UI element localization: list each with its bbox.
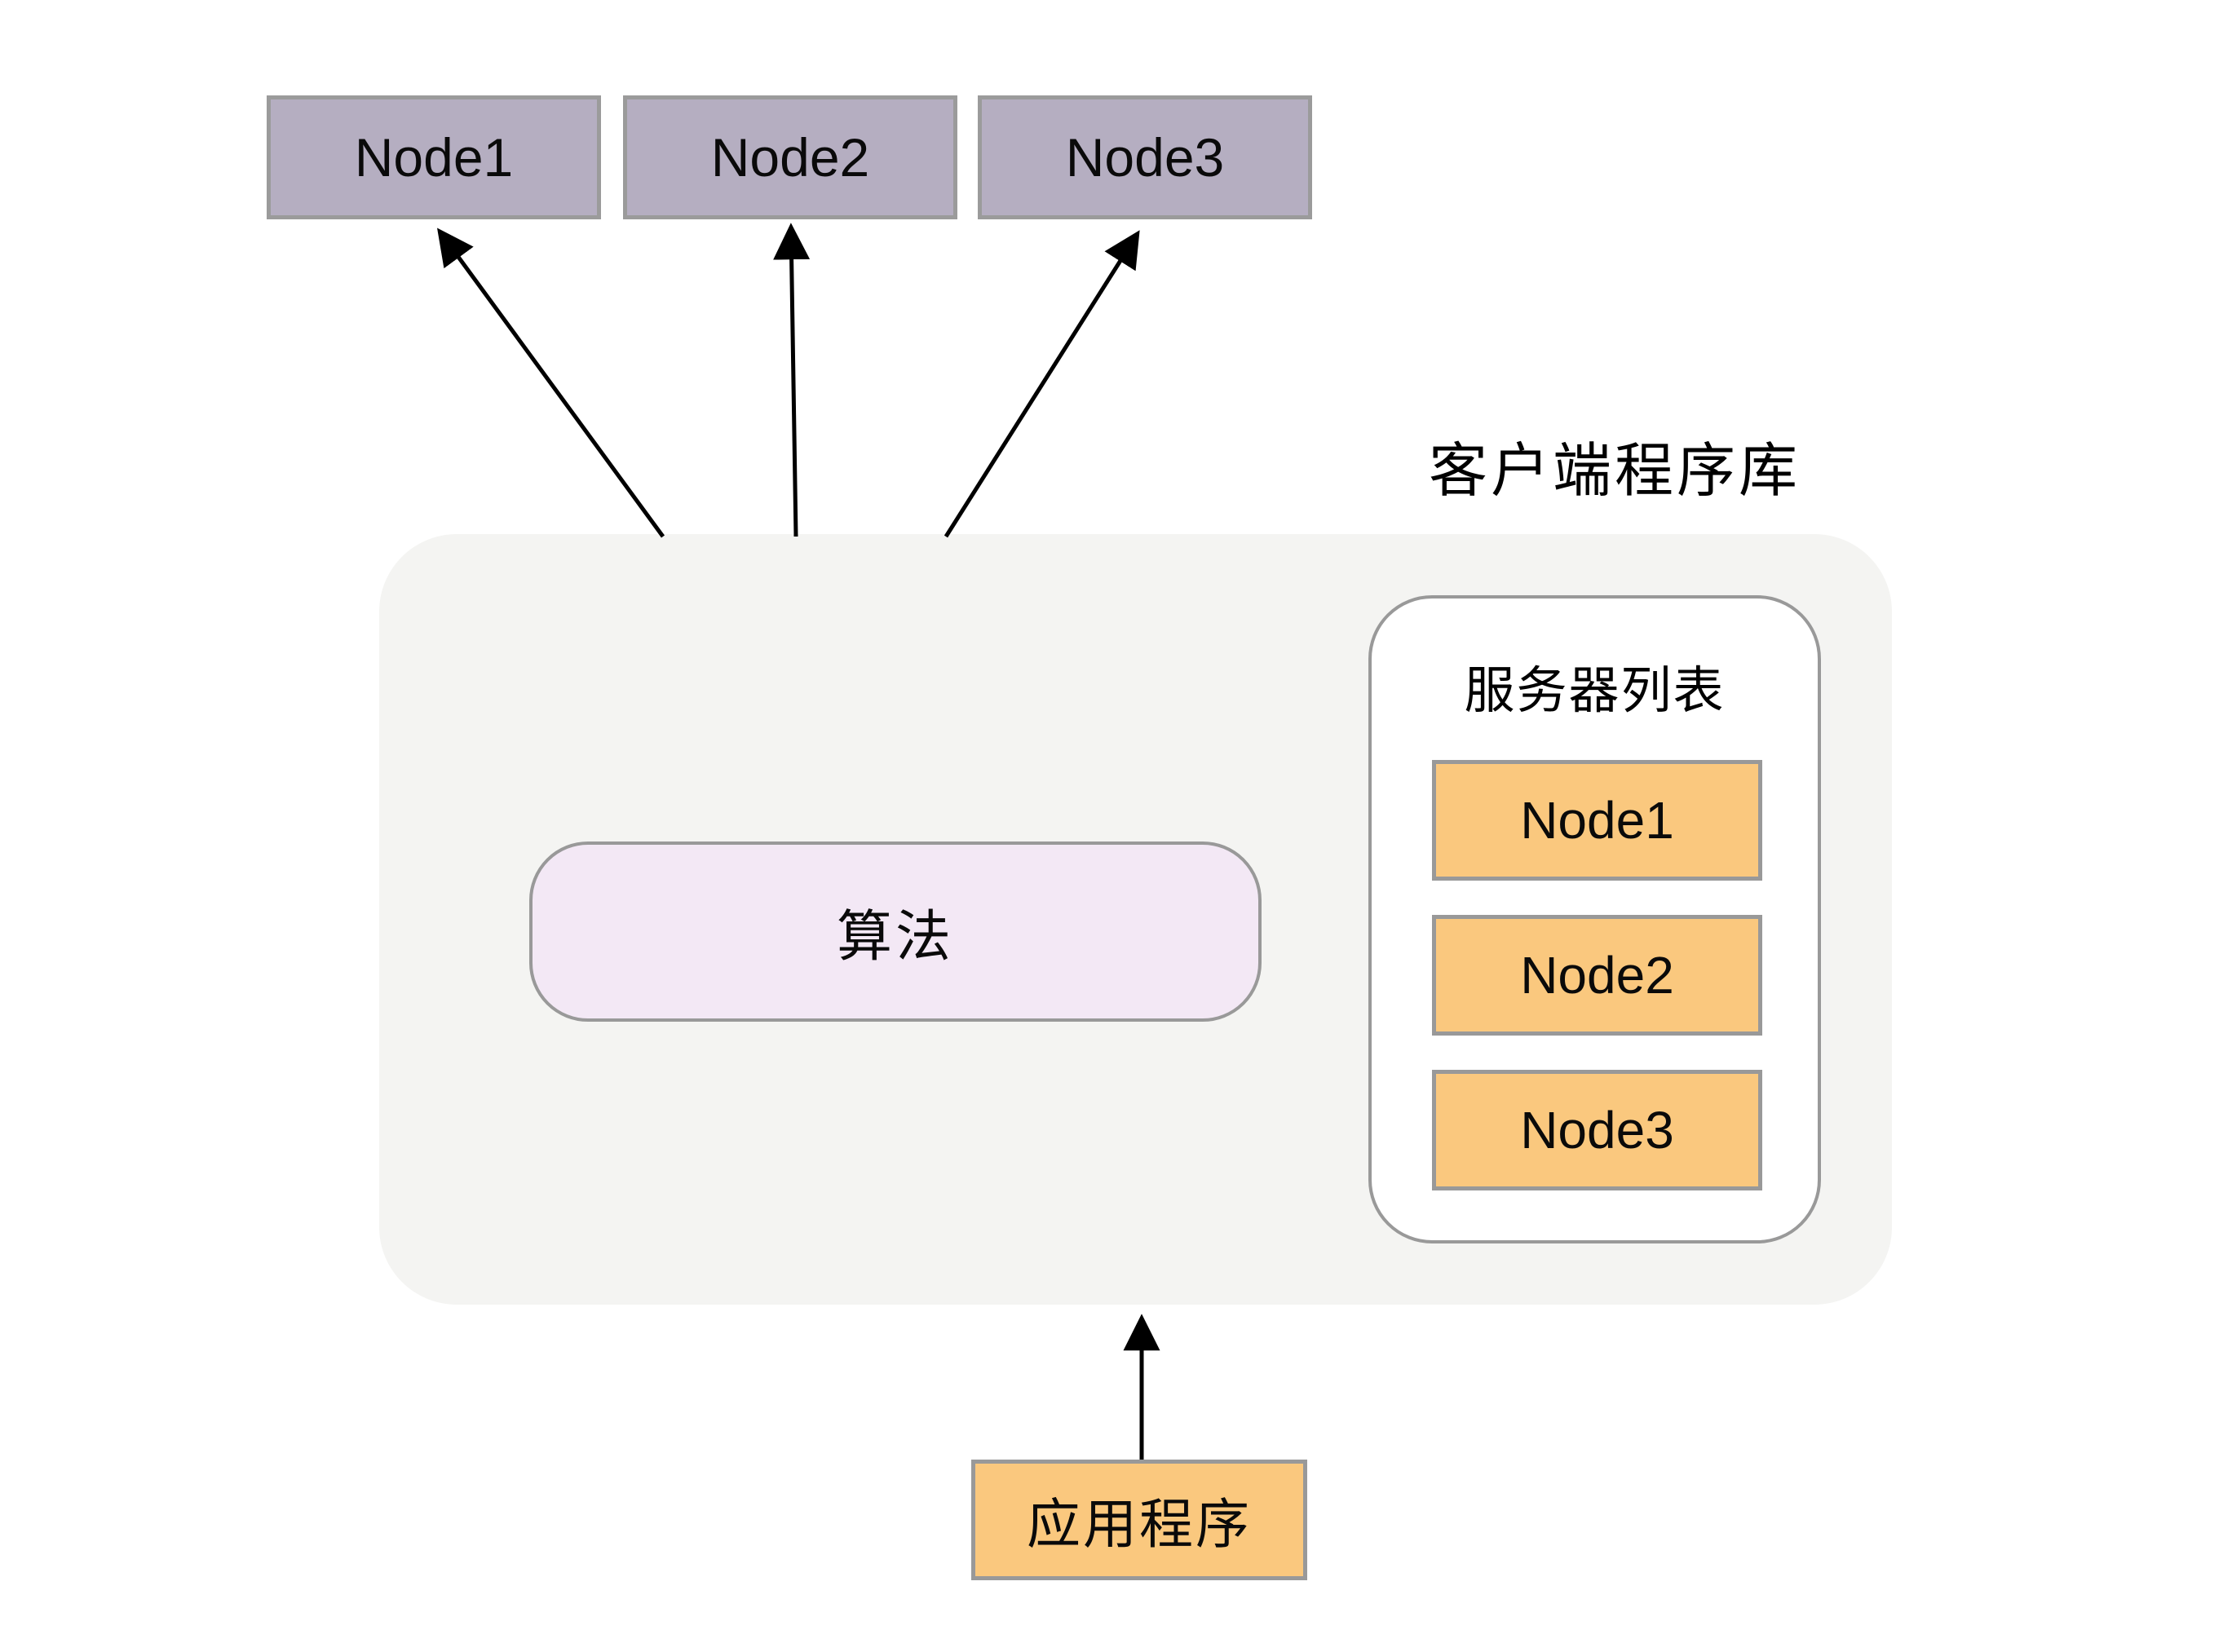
application-label: 应用程序 bbox=[1027, 1494, 1252, 1554]
server-list-title: 服务器列表 bbox=[1464, 663, 1726, 719]
top-node-3-box: Node3 bbox=[978, 95, 1312, 219]
top-node-1-label: Node1 bbox=[354, 127, 514, 188]
arrow-library-to-node1-icon bbox=[437, 227, 665, 538]
server-list-node-1-box: Node1 bbox=[1432, 760, 1762, 881]
top-node-1-box: Node1 bbox=[267, 95, 601, 219]
algorithm-box: 算法 bbox=[529, 841, 1262, 1022]
application-box: 应用程序 bbox=[971, 1460, 1307, 1580]
server-list-node-1-label: Node1 bbox=[1520, 791, 1674, 850]
server-list-panel: 服务器列表 Node1 Node2 Node3 bbox=[1368, 595, 1821, 1243]
arrow-library-to-node3-icon bbox=[944, 230, 1140, 538]
server-list-node-3-box: Node3 bbox=[1432, 1070, 1762, 1190]
algorithm-label: 算法 bbox=[836, 906, 954, 968]
client-library-label: 客户端程序库 bbox=[1429, 439, 1801, 504]
server-list-node-2-label: Node2 bbox=[1520, 946, 1674, 1005]
server-list-node-3-label: Node3 bbox=[1520, 1101, 1674, 1159]
arrow-library-to-node2-icon bbox=[773, 223, 811, 537]
server-list-node-2-box: Node2 bbox=[1432, 915, 1762, 1036]
top-node-2-label: Node2 bbox=[710, 127, 870, 188]
top-node-2-box: Node2 bbox=[623, 95, 957, 219]
top-node-3-label: Node3 bbox=[1065, 127, 1225, 188]
